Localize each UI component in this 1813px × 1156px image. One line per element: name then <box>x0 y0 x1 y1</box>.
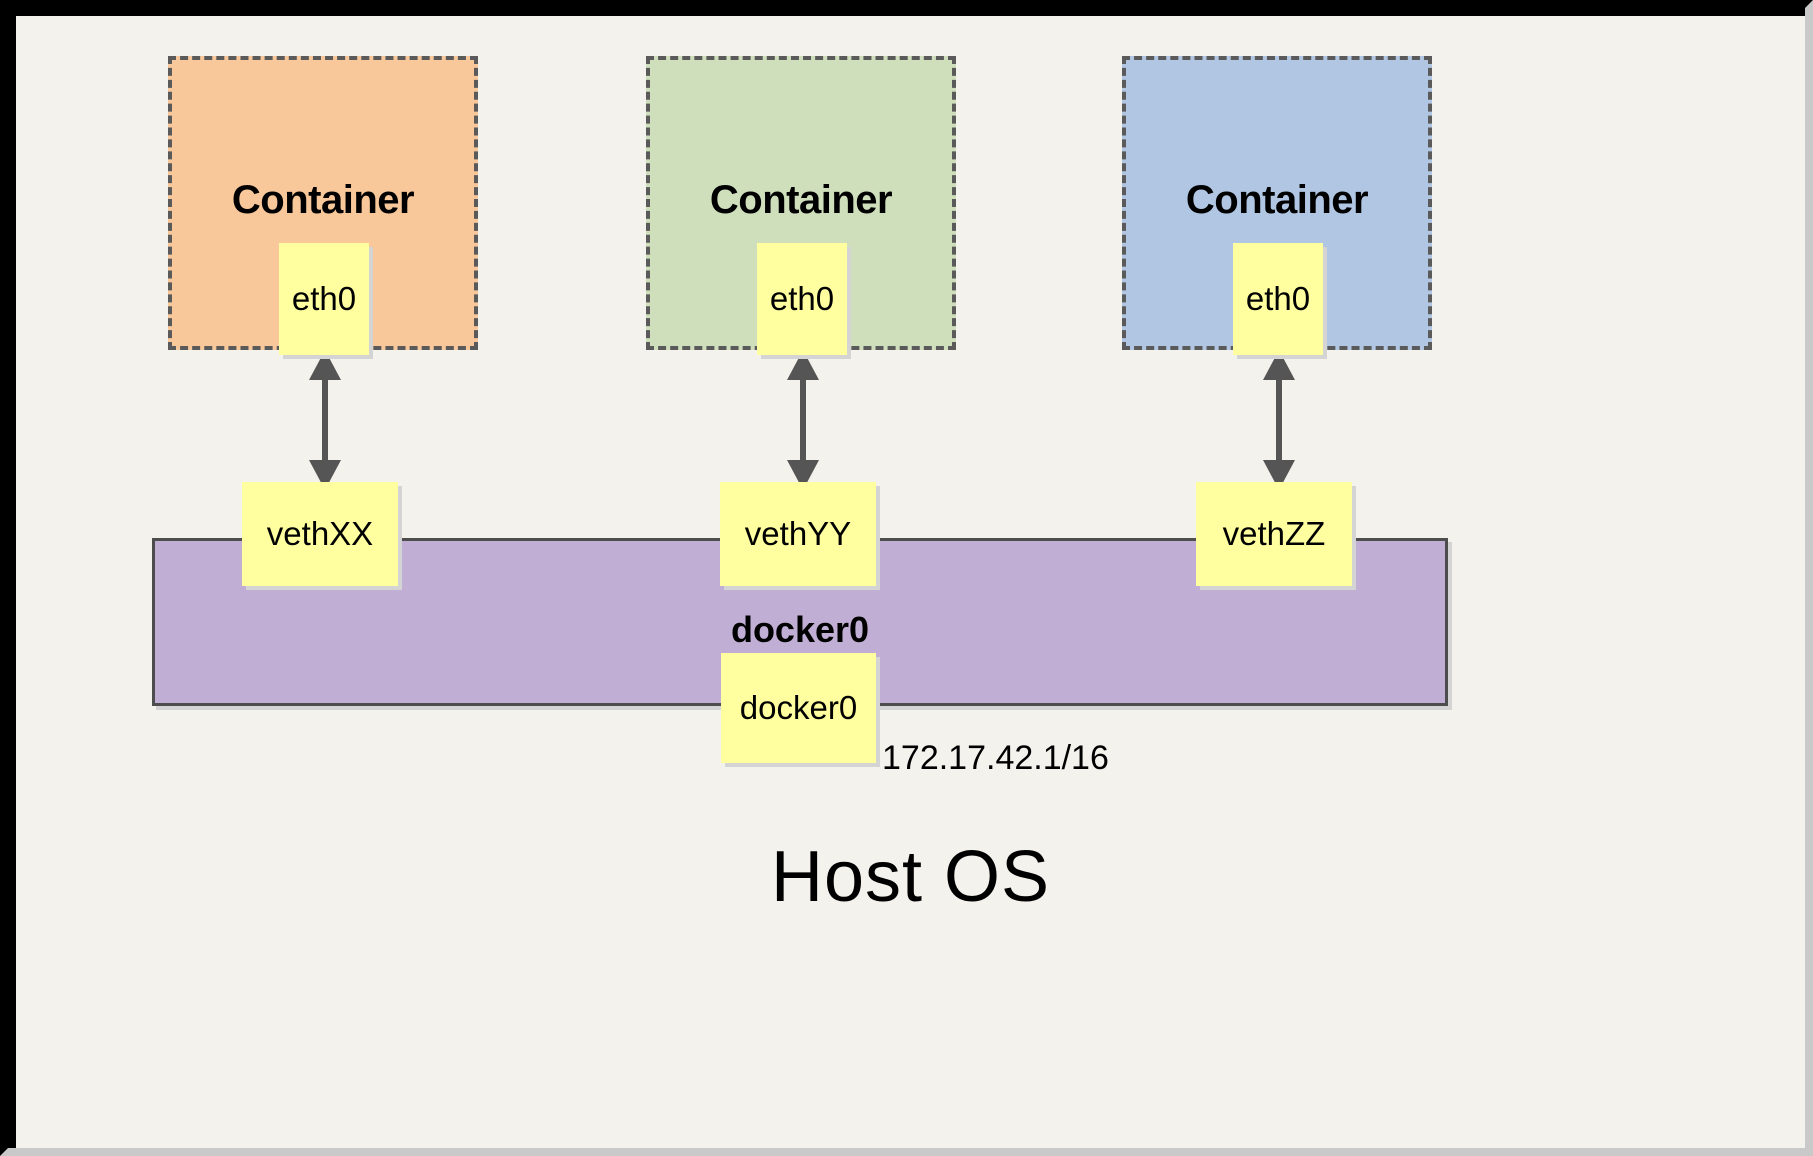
vethzz-label: vethZZ <box>1222 515 1326 552</box>
host-os-label: Host OS <box>770 837 1051 917</box>
veth-arrow-3 <box>1263 350 1295 490</box>
eth0-box-3: eth0 <box>1233 243 1323 355</box>
eth0-box-2: eth0 <box>757 243 847 355</box>
container-title-1: Container <box>231 178 415 222</box>
vethzz-box: vethZZ <box>1196 482 1352 586</box>
vethxx-box: vethXX <box>242 482 398 586</box>
eth0-box-1: eth0 <box>279 243 369 355</box>
container-title-2: Container <box>709 178 893 222</box>
vethxx-label: vethXX <box>266 515 374 552</box>
veth-arrow-2 <box>787 350 819 490</box>
diagram-canvas: Container eth0 vethXX Container eth0 v <box>16 16 1805 1148</box>
container-title-3: Container <box>1185 178 1369 222</box>
docker0-interface-box: docker0 <box>721 653 876 763</box>
eth0-label-2: eth0 <box>769 280 835 317</box>
docker0-bridge-label: docker0 <box>730 609 870 650</box>
veth-arrow-1 <box>309 350 341 490</box>
vethyy-label: vethYY <box>744 515 852 552</box>
vethyy-box: vethYY <box>720 482 876 586</box>
docker0-ip-label: 172.17.42.1/16 <box>882 739 1109 777</box>
eth0-label-1: eth0 <box>291 280 357 317</box>
docker0-interface-label: docker0 <box>739 689 858 726</box>
eth0-label-3: eth0 <box>1245 280 1311 317</box>
